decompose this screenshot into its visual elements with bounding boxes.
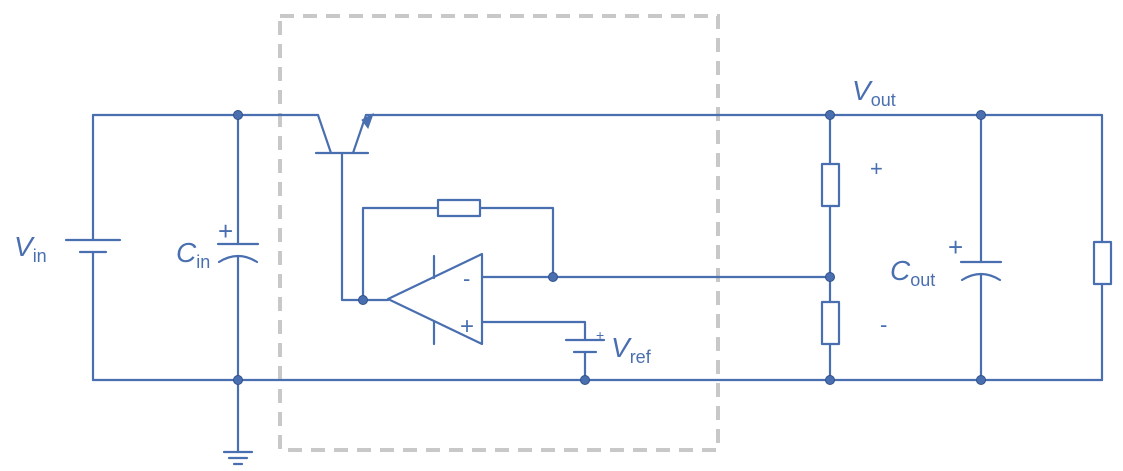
input-capacitor <box>216 113 260 382</box>
pass-transistor <box>314 112 374 302</box>
opamp-plus-label: + <box>460 313 474 340</box>
feedback-resistor <box>436 198 482 218</box>
junction-dots <box>233 110 986 385</box>
opamp-minus-label: - <box>463 266 470 291</box>
input-source <box>64 113 122 382</box>
cin-plus-label: + <box>218 216 233 246</box>
vref-label: Vref <box>611 332 652 367</box>
vref-plus-label: + <box>596 327 604 343</box>
load-resistor <box>1092 113 1113 382</box>
reference-voltage-source <box>564 338 606 382</box>
upper-divider-resistor <box>820 162 841 208</box>
ground-icon <box>222 378 254 466</box>
vout-label: Vout <box>852 75 896 110</box>
cout-label: Cout <box>890 255 935 290</box>
voltage-divider <box>820 113 841 382</box>
regulator-boundary <box>278 14 720 452</box>
output-plus-label: + <box>870 156 883 181</box>
cout-plus-label: + <box>948 232 963 262</box>
vin-label: Vin <box>14 231 47 266</box>
output-capacitor <box>959 113 1003 382</box>
error-amplifier <box>361 198 832 346</box>
cin-label: Cin <box>176 237 210 272</box>
lower-divider-resistor <box>820 300 841 346</box>
output-minus-label: - <box>880 312 887 337</box>
